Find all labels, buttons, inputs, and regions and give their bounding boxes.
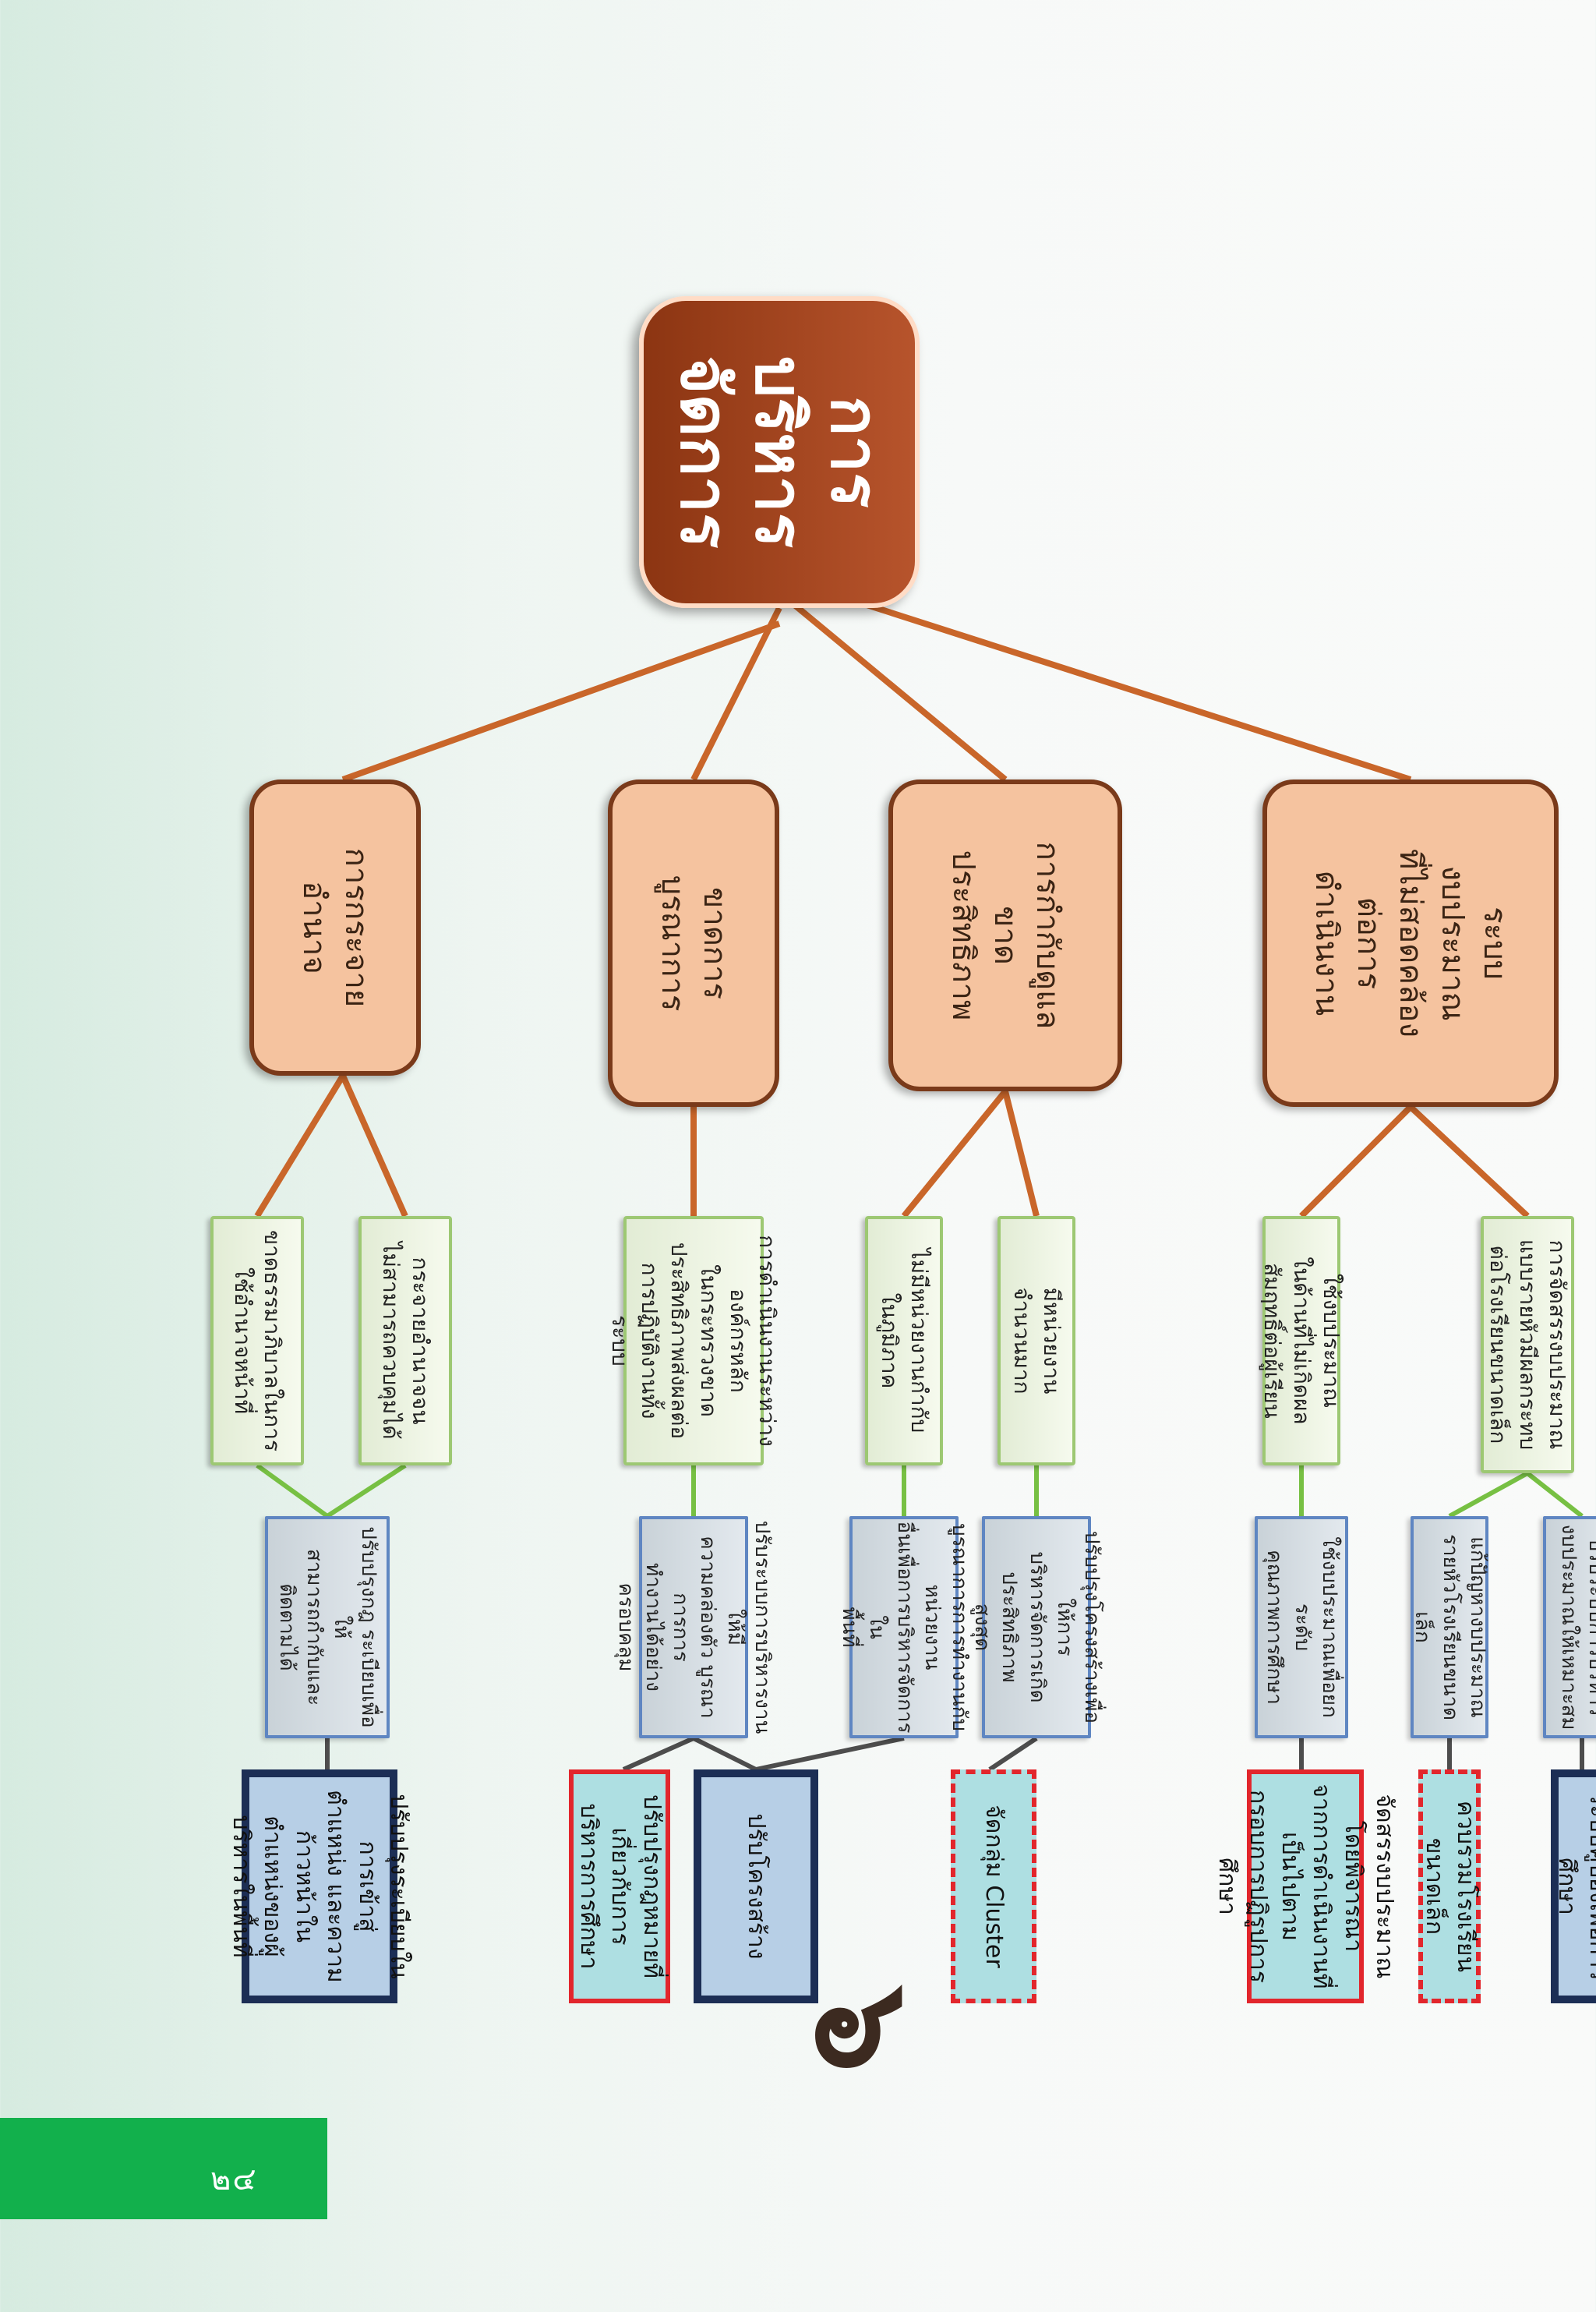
- cause-measure-connectors: [256, 1463, 1584, 1518]
- cause-node-4: ไม่มีหน่วยงานกำกับ ในภูมิภาค: [865, 1216, 943, 1465]
- root-node: การ บริหาร จัดการ: [639, 296, 920, 608]
- measure-node-1: ปรับระบบการบริหาร งบประมาณให้เหมาะสม: [1543, 1516, 1596, 1738]
- solution-node-2: ควบรวมโรงเรียนขนาดเล็ก: [1418, 1769, 1481, 2003]
- connector-p1-c1: [1408, 1105, 1530, 1218]
- mind-map-diagram: การ บริหาร จัดการ ระบบ งบประมาณ ที่ไม่สอ…: [125, 0, 1596, 2027]
- cause-node-5: การดำเนินงานระหว่าง องค์กรหลัก ในกระทรวง…: [607, 1216, 780, 1465]
- cause-node-6: กระจายอำนาจจน ไม่สามารถควบคุมได้: [358, 1216, 452, 1465]
- connector-c7-m7: [256, 1463, 329, 1518]
- measure-solution-connectors: [325, 1736, 1584, 1772]
- problem-node-decentralization: การกระจาย อำนาจ: [249, 780, 421, 1076]
- measure-node-2: แก้ปัญหางบประมาณ รายหัวโรงเรียนขนาดเล็ก: [1411, 1516, 1489, 1738]
- connector-c1-m2: [1448, 1471, 1529, 1518]
- connector-root-problem-2: [777, 589, 1008, 783]
- connector-lines: [254, 574, 1584, 1772]
- connector-root-problem-1: [778, 574, 1412, 783]
- connector-p2-c3: [1002, 1091, 1040, 1217]
- connector-c6-m7: [326, 1463, 407, 1518]
- connector-p4-c6: [340, 1074, 408, 1218]
- measure-node-4: ปรับปรุงโครงสร้างเพื่อให้การ บริหารจัดกา…: [970, 1516, 1103, 1738]
- root-connectors: [254, 574, 1530, 1218]
- solution-node-1: ระบบคูปองเพื่อการศึกษา: [1551, 1769, 1596, 2003]
- solution-node-7: ปรับปรุงระเบียบในการเข้าสู่ ตำแหน่ง และค…: [228, 1769, 413, 2003]
- cause-node-2: ใช้งบประมาณ ในด้านที่ไม่เกิดผล สัมฤทธิ์ต…: [1259, 1216, 1344, 1465]
- cause-node-3: มีหน่วยงาน จำนวนมาก: [998, 1216, 1075, 1465]
- problem-node-supervision: การกำกับดูแล ขาด ประสิทธิภาพ: [888, 780, 1122, 1091]
- solution-node-3: จัดสรรงบประมาณโดยพิจารณา จากการดำเนินงาน…: [1213, 1769, 1399, 2003]
- connector-p2-c4: [901, 1089, 1008, 1218]
- connector-root-problem-4: [341, 620, 781, 783]
- problem-node-integration: ขาดการ บูรณาการ: [608, 780, 779, 1107]
- measure-node-3: ใช้งบประมาณเพื่อยกระดับ คุณภาพการศึกษา: [1255, 1516, 1348, 1738]
- measure-node-7: ปรับปรุงกฎ ระเบียบเพื่อให้ สามารถกำกับแล…: [265, 1516, 390, 1738]
- section-number: ๖: [786, 1989, 941, 2073]
- connector-c1-m1: [1526, 1471, 1584, 1518]
- connector-root-problem-3: [690, 606, 782, 781]
- connector-m5-s5: [755, 1736, 905, 1772]
- solution-node-6: ปรับปรุงกฎหมายที่เกี่ยวกับการ บริหารการศ…: [569, 1769, 670, 2003]
- page-number-tab: [0, 2118, 327, 2219]
- connector-m4-s4: [988, 1736, 1038, 1772]
- connector-p4-c7: [254, 1073, 346, 1218]
- connector-m6-s5: [692, 1736, 757, 1772]
- connector-p1-c2: [1299, 1105, 1413, 1218]
- problem-node-budget: ระบบ งบประมาณ ที่ไม่สอดคล้อง ต่อการ ดำเน…: [1262, 780, 1559, 1107]
- measure-node-5: บูรณาการการทำงานกับหน่วยงาน อื่นเพื่อการ…: [838, 1516, 971, 1738]
- cause-node-1: การจัดสรรงบประมาณ แบบรายหัวมีผลกระทบ ต่อ…: [1481, 1216, 1574, 1473]
- measure-node-6: ปรับระบบการบริหารงานให้มี ความคล่องตัว บ…: [614, 1516, 774, 1738]
- connector-m6-s6: [622, 1736, 695, 1772]
- page-number: ๒๔: [210, 2162, 258, 2197]
- cause-node-7: ขาดธรรมาภิบาลในการ ใช้อำนาจหน้าที่: [210, 1216, 304, 1465]
